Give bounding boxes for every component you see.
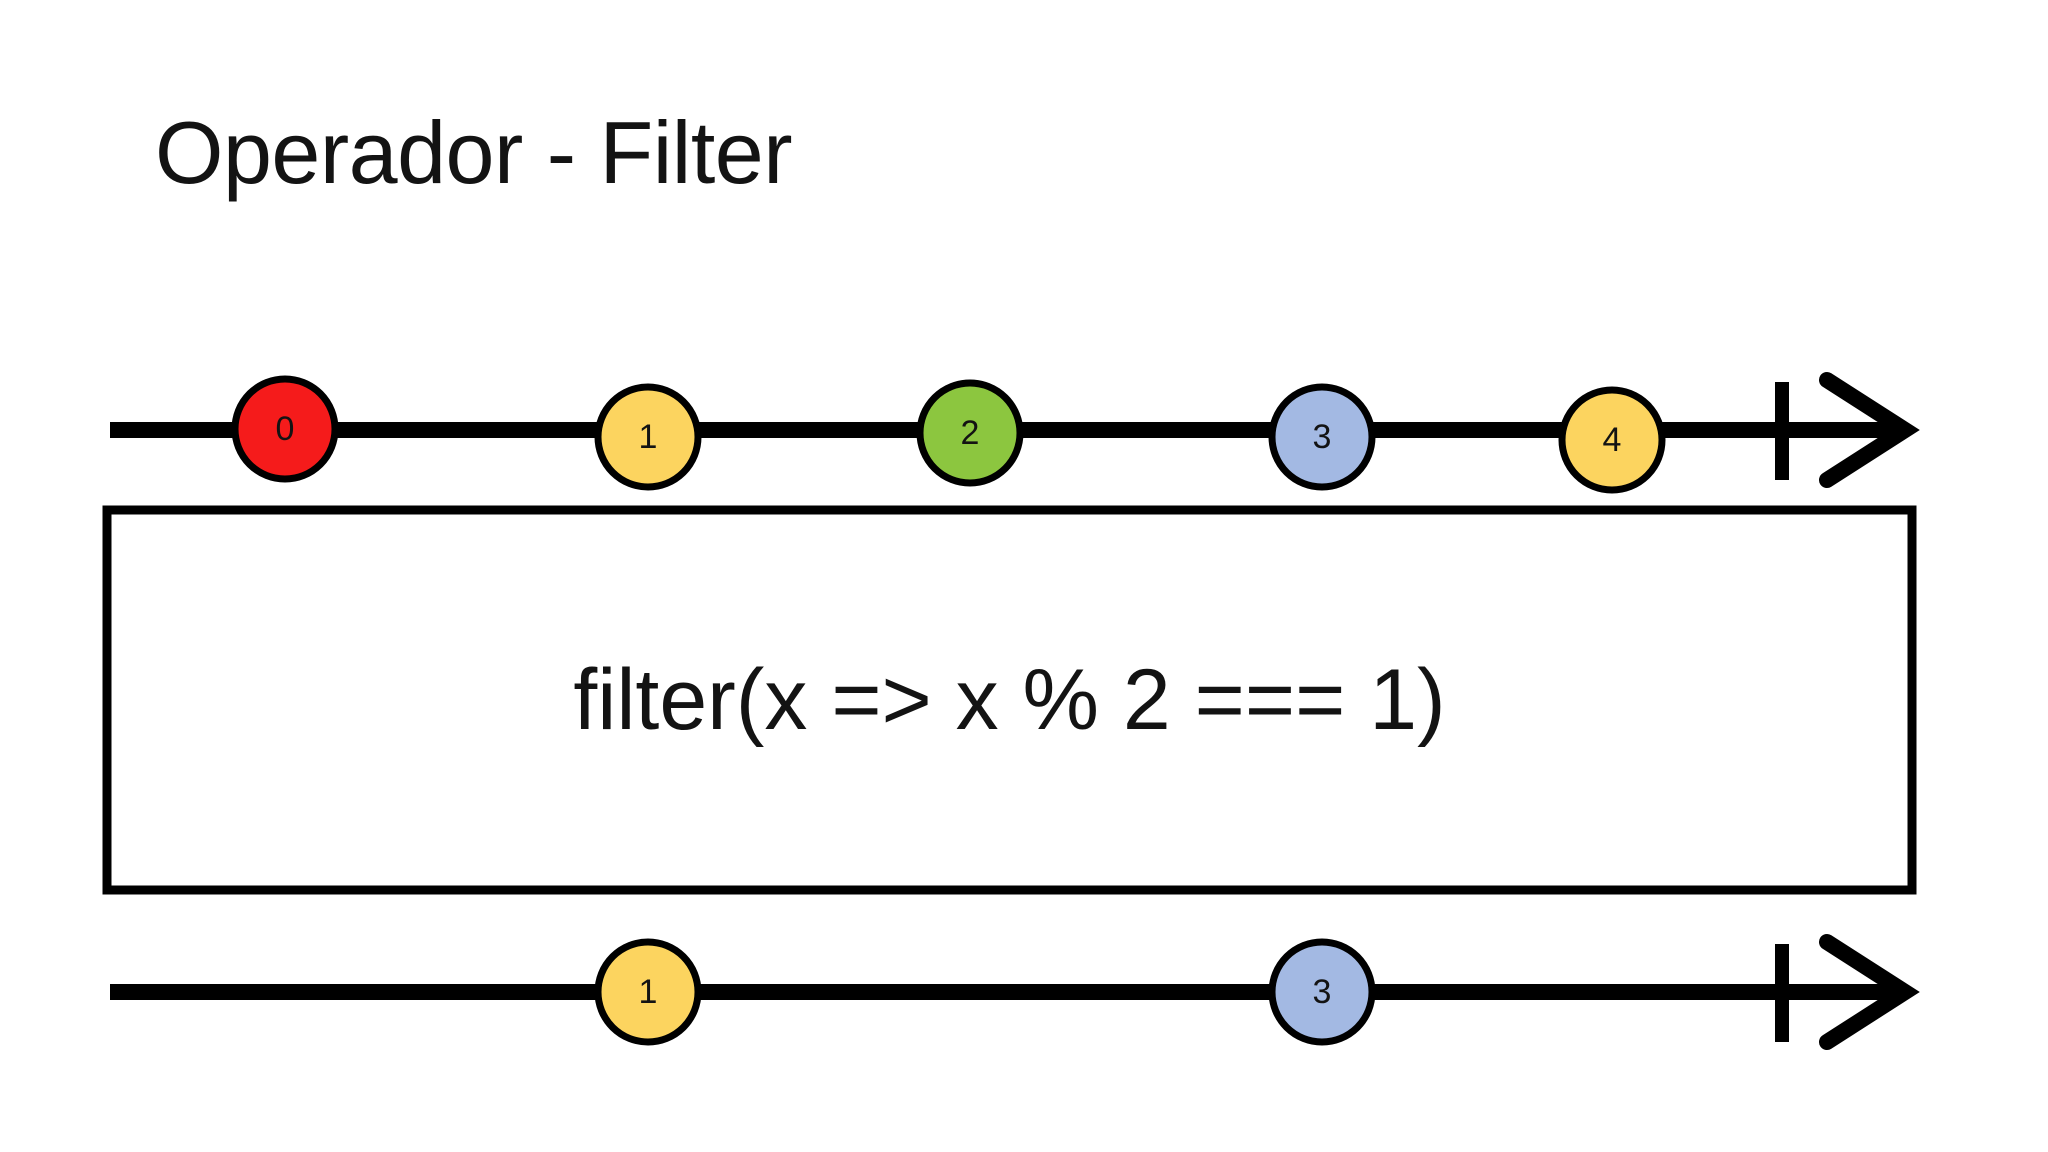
marble-circle[interactable] bbox=[231, 375, 339, 483]
marble-label: 0 bbox=[276, 410, 295, 448]
marble-label: 1 bbox=[639, 418, 658, 456]
result-marble-3[interactable]: 3 bbox=[1268, 938, 1376, 1046]
result-timeline: 1 3 bbox=[110, 934, 1920, 1050]
source-marble-0[interactable]: 0 bbox=[231, 375, 339, 483]
marble-circle[interactable] bbox=[594, 383, 702, 491]
marble-circle[interactable] bbox=[1558, 386, 1666, 494]
result-marble-1[interactable]: 1 bbox=[594, 938, 702, 1046]
page-title: Operador - Filter bbox=[155, 103, 793, 202]
marble-circle[interactable] bbox=[1268, 383, 1376, 491]
marble-label: 3 bbox=[1313, 973, 1332, 1011]
marble-label: 1 bbox=[639, 973, 658, 1011]
marble-circle[interactable] bbox=[916, 379, 1024, 487]
source-marble-2[interactable]: 2 bbox=[916, 379, 1024, 487]
marble-label: 4 bbox=[1603, 421, 1622, 459]
source-marble-4[interactable]: 4 bbox=[1558, 386, 1666, 494]
marble-label: 3 bbox=[1313, 418, 1332, 456]
result-arrow-icon bbox=[1819, 934, 1920, 1050]
marble-circle[interactable] bbox=[594, 938, 702, 1046]
source-marble-3[interactable]: 3 bbox=[1268, 383, 1376, 491]
marble-label: 2 bbox=[961, 414, 980, 452]
filter-operator-box[interactable] bbox=[102, 505, 1917, 895]
source-timeline: 0 1 2 3 4 bbox=[110, 372, 1920, 494]
source-arrow-icon bbox=[1819, 372, 1920, 488]
marble-circle[interactable] bbox=[1268, 938, 1376, 1046]
source-marble-1[interactable]: 1 bbox=[594, 383, 702, 491]
